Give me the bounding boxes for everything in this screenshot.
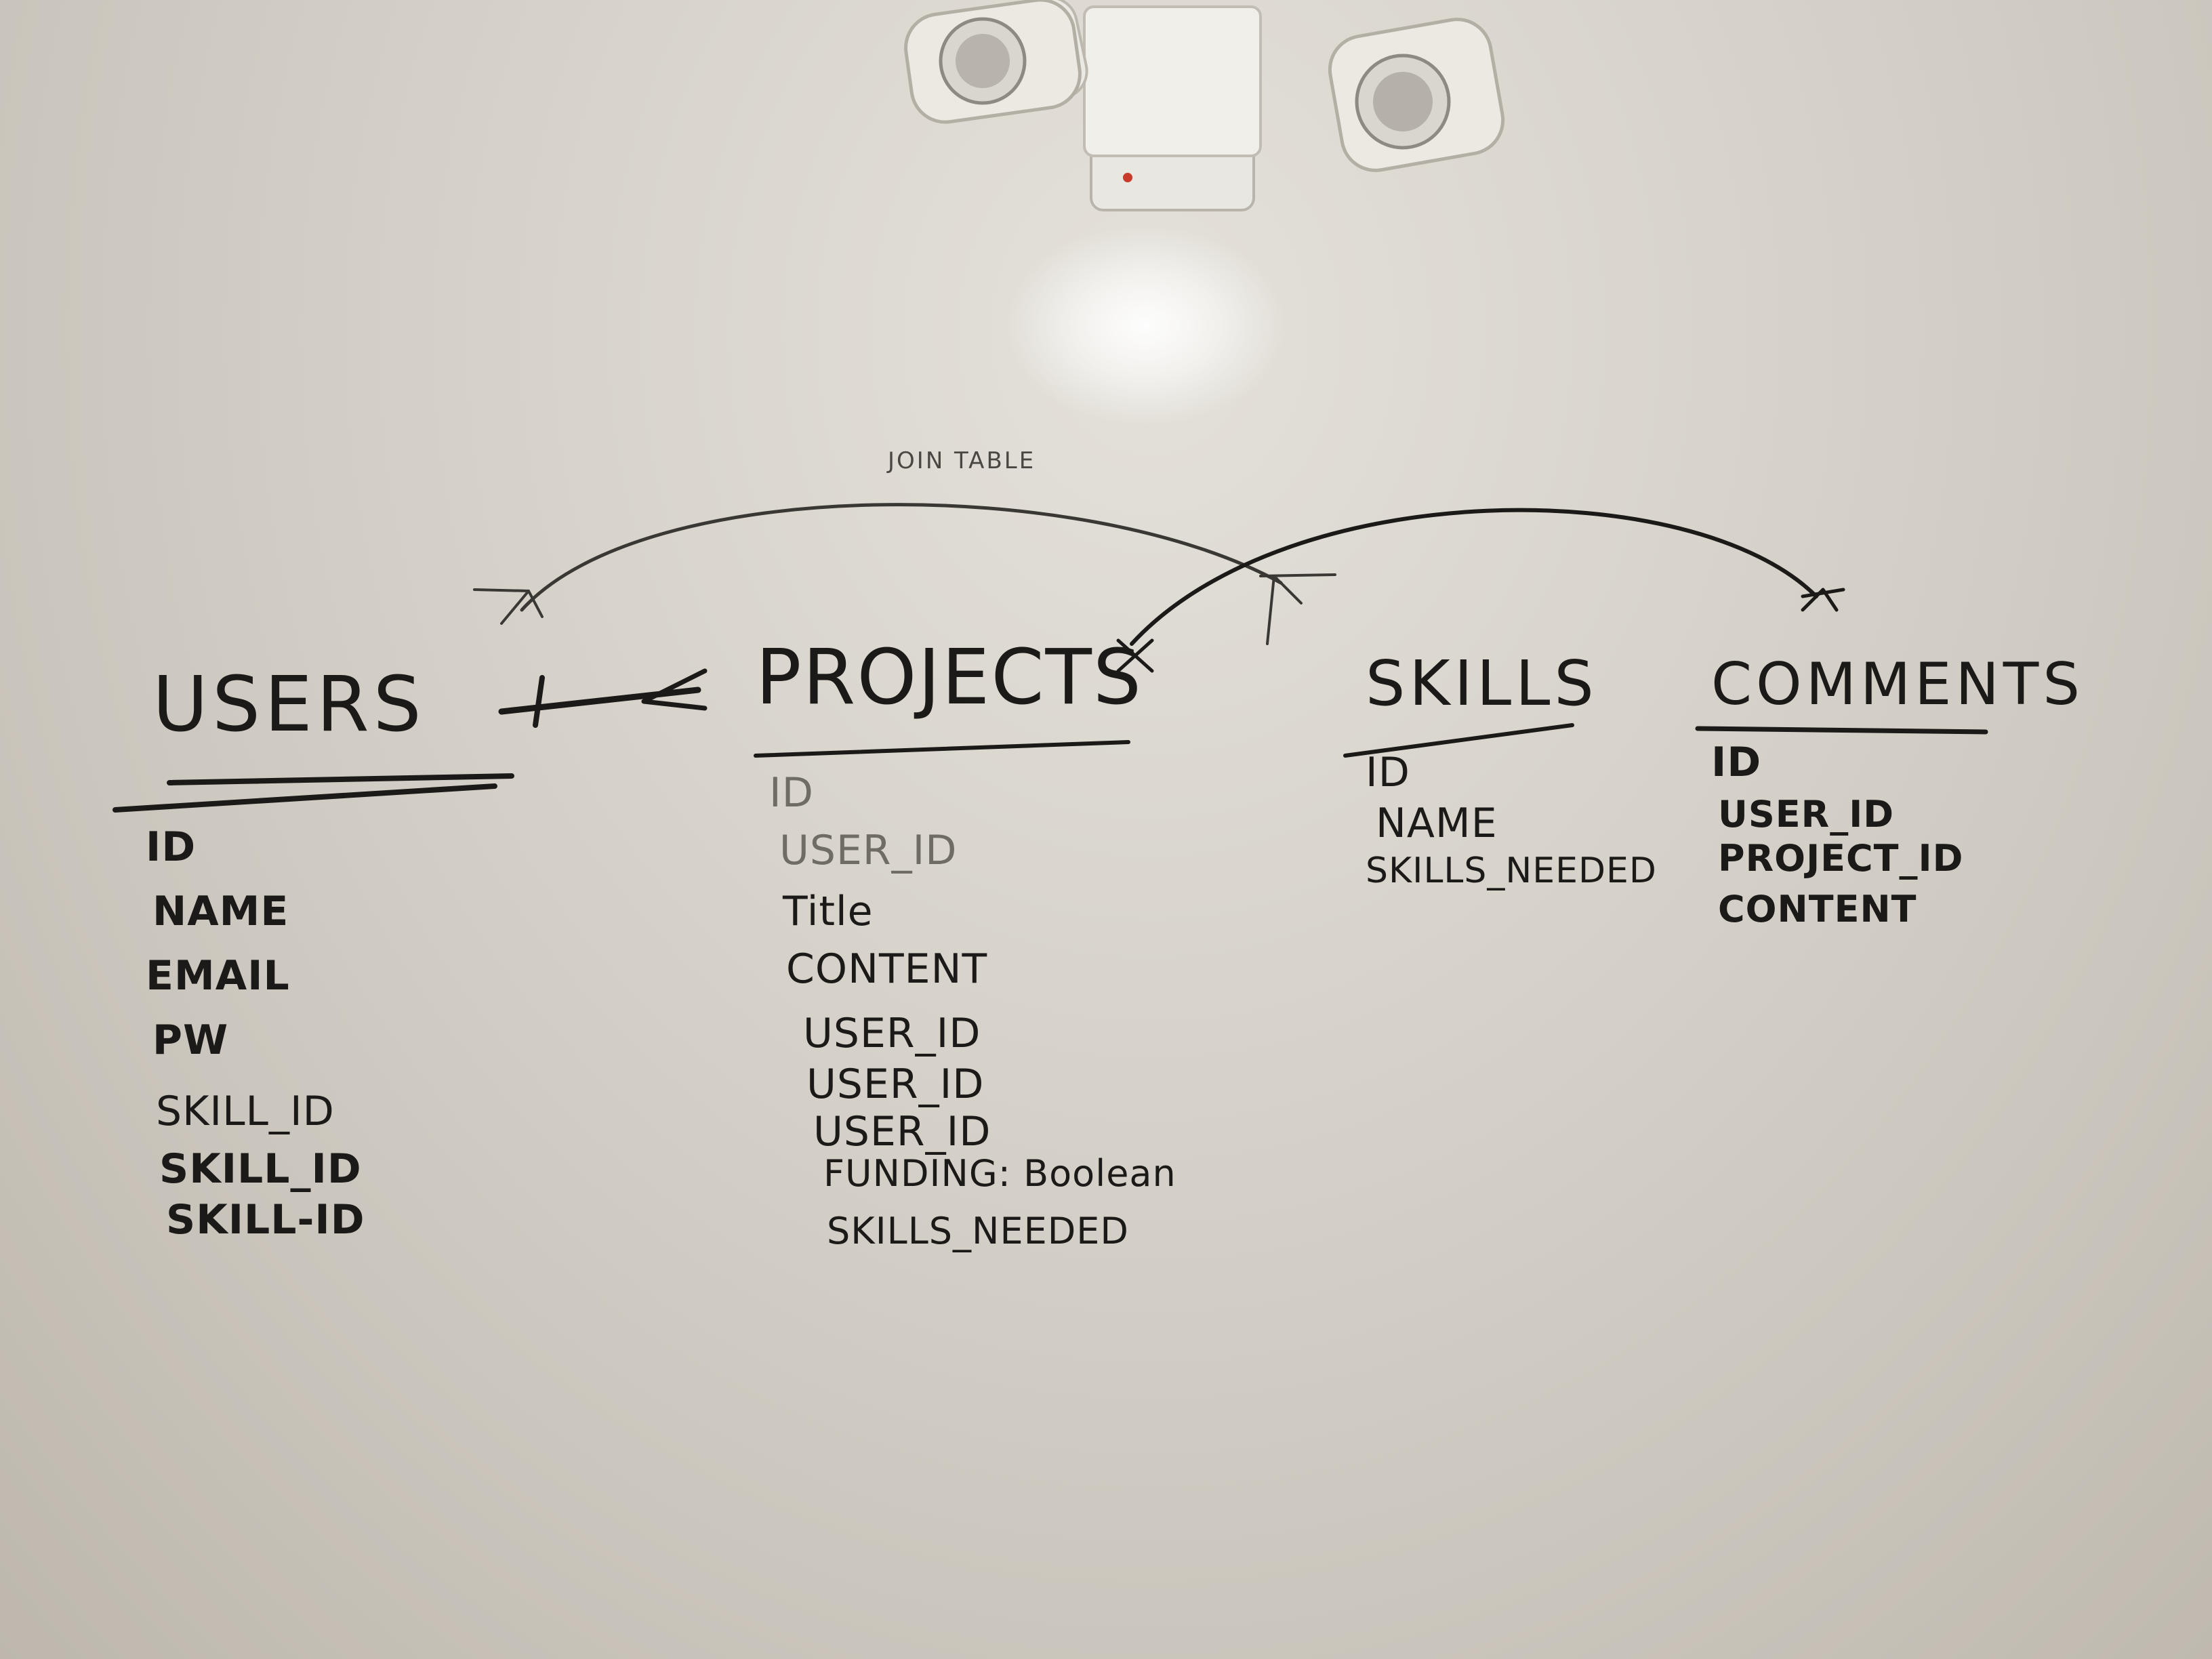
- projects-table-title: PROJECTS: [756, 634, 1143, 722]
- projects-field-title: Title: [783, 888, 874, 935]
- skills-field-name: NAME: [1376, 800, 1498, 847]
- projects-field-user-id: USER_ID: [779, 827, 958, 874]
- skills-field-id: ID: [1366, 749, 1410, 796]
- comments-field-id: ID: [1711, 739, 1762, 786]
- skills-field-skills-needed: SKILLS_NEEDED: [1366, 851, 1657, 891]
- projects-field-skills-needed: SKILLS_NEEDED: [827, 1210, 1129, 1252]
- projects-field-content: CONTENT: [786, 945, 988, 993]
- users-table-title: USERS: [152, 661, 426, 749]
- projects-field-funding: FUNDING: Boolean: [823, 1152, 1176, 1195]
- users-field-name: NAME: [152, 888, 289, 935]
- comments-field-project-id: PROJECT_ID: [1718, 837, 1964, 880]
- comments-table-title: COMMENTS: [1711, 651, 2084, 718]
- users-field-skill-id-1: SKILL_ID: [156, 1088, 335, 1135]
- users-field-id: ID: [146, 823, 197, 871]
- projects-field-user-id-4: USER_ID: [813, 1108, 991, 1155]
- skills-table-title: SKILLS: [1366, 647, 1598, 720]
- projects-field-id: ID: [769, 769, 814, 817]
- users-field-pw: PW: [152, 1017, 229, 1064]
- light-glare: [1003, 224, 1288, 427]
- users-field-skill-id-2: SKILL_ID: [159, 1145, 362, 1193]
- users-field-skill-id-3: SKILL-ID: [166, 1196, 365, 1244]
- comments-field-content: CONTENT: [1718, 888, 1917, 930]
- users-field-email: EMAIL: [146, 952, 290, 1000]
- projects-field-user-id-2: USER_ID: [803, 1010, 981, 1057]
- comments-field-user-id: USER_ID: [1718, 793, 1895, 836]
- projects-field-user-id-3: USER_ID: [806, 1061, 985, 1108]
- join-table-note: JOIN TABLE: [888, 447, 1036, 474]
